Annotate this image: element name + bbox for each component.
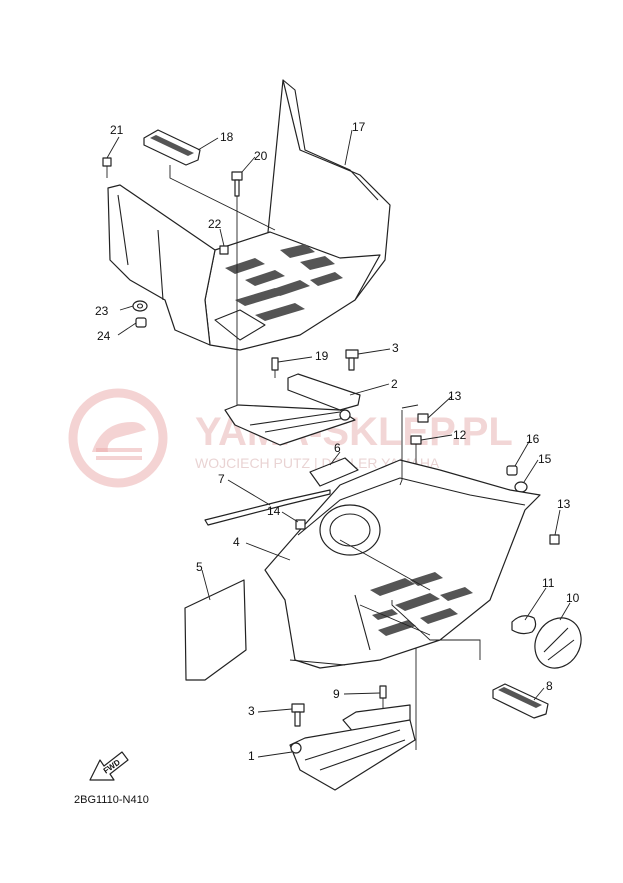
bolt-14 bbox=[295, 519, 306, 530]
seal-strip-7 bbox=[204, 489, 331, 526]
callout-17: 17 bbox=[352, 120, 366, 134]
callout-3-upper: 3 bbox=[392, 341, 399, 355]
rivet-19 bbox=[271, 357, 279, 378]
stay-1 bbox=[289, 704, 416, 791]
callout-10: 10 bbox=[566, 591, 580, 605]
watermark-subtitle: WOJCIECH PUTZ | DEALER YAMAHA bbox=[195, 455, 440, 471]
callout-8: 8 bbox=[546, 679, 553, 693]
fwd-arrow-icon: FWD bbox=[89, 751, 129, 781]
callout-labels: 21 18 20 17 22 23 24 19 3 2 13 12 16 15 … bbox=[95, 120, 580, 763]
bolt-13-upper bbox=[417, 413, 429, 423]
footpeg-plate-lower bbox=[492, 683, 549, 719]
watermark-logo-icon bbox=[68, 388, 168, 488]
callout-3-lower: 3 bbox=[248, 704, 255, 718]
stay-2 bbox=[224, 373, 361, 446]
leader-lines bbox=[106, 129, 571, 758]
callout-13-lower: 13 bbox=[557, 497, 571, 511]
callout-13-upper: 13 bbox=[448, 389, 462, 403]
callout-1: 1 bbox=[248, 749, 255, 763]
bolt-20 bbox=[231, 171, 243, 420]
footpeg-plate-upper bbox=[143, 129, 201, 166]
cap-10 bbox=[534, 617, 582, 669]
callout-14: 14 bbox=[267, 504, 281, 518]
bolt-13-lower bbox=[549, 534, 560, 545]
callout-9: 9 bbox=[333, 687, 340, 701]
lower-floor-grating bbox=[370, 572, 473, 636]
callout-6: 6 bbox=[334, 441, 341, 455]
callout-16: 16 bbox=[526, 432, 540, 446]
callout-21: 21 bbox=[110, 123, 124, 137]
callout-2: 2 bbox=[391, 377, 398, 391]
grommet-11 bbox=[511, 615, 537, 635]
callout-11: 11 bbox=[542, 576, 555, 590]
callout-5: 5 bbox=[196, 560, 203, 574]
bolt-3-lower bbox=[291, 703, 305, 727]
diagram-code: 2BG1110-N410 bbox=[74, 794, 149, 806]
nut-24 bbox=[135, 317, 147, 328]
pad-6 bbox=[309, 457, 359, 487]
side-panel-5 bbox=[184, 579, 247, 681]
washer-23 bbox=[132, 300, 148, 312]
bolt-22 bbox=[219, 245, 229, 255]
callout-19: 19 bbox=[315, 349, 329, 363]
washer-15 bbox=[514, 481, 528, 493]
callout-12: 12 bbox=[453, 428, 467, 442]
bolt-21 bbox=[102, 157, 112, 178]
callout-4: 4 bbox=[233, 535, 240, 549]
callout-20: 20 bbox=[254, 149, 268, 163]
bolt-3-upper bbox=[345, 349, 359, 371]
rivet-9 bbox=[379, 685, 387, 710]
callout-15: 15 bbox=[538, 452, 552, 466]
footrest-lower-assembly bbox=[264, 459, 541, 669]
callout-18: 18 bbox=[220, 130, 234, 144]
callout-23: 23 bbox=[95, 304, 109, 318]
footrest-upper-assembly bbox=[107, 79, 391, 351]
floor-grating bbox=[225, 244, 343, 321]
callout-7: 7 bbox=[218, 472, 225, 486]
nut-16 bbox=[506, 465, 518, 476]
callout-24: 24 bbox=[97, 329, 111, 343]
callout-22: 22 bbox=[208, 217, 222, 231]
